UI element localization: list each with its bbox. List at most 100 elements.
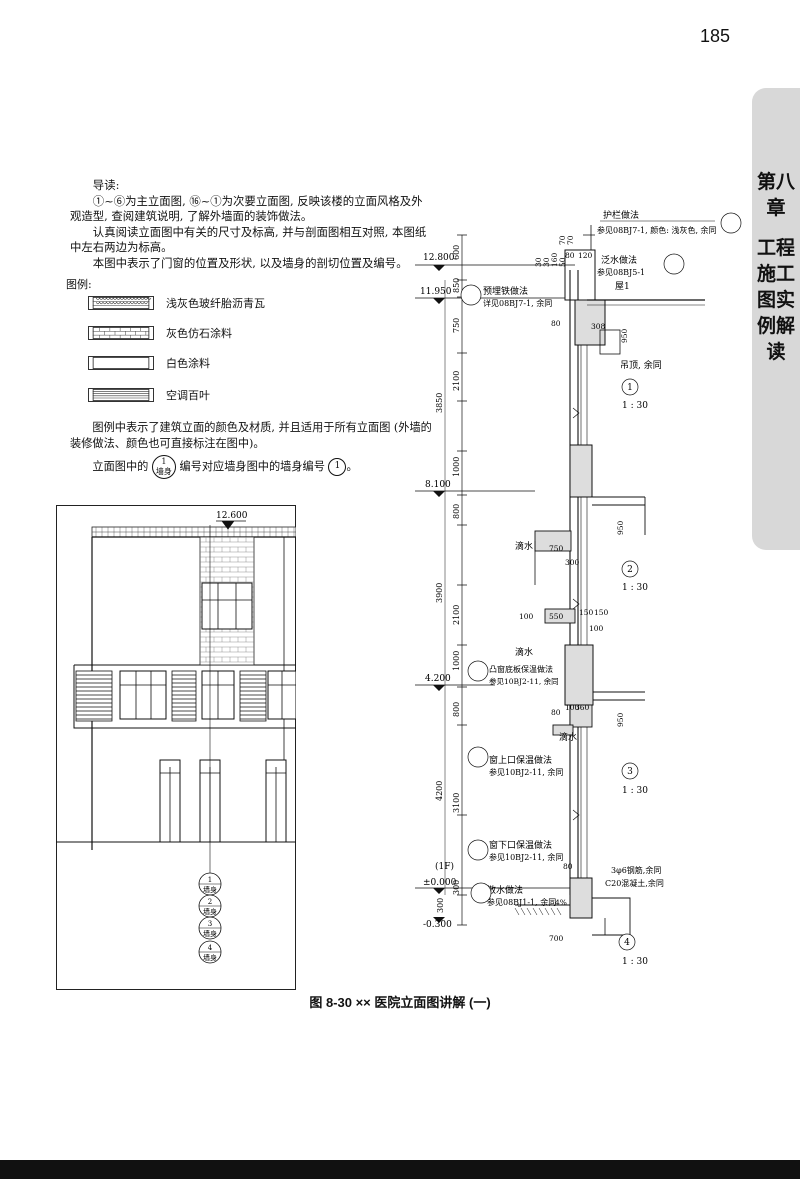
note-rebar: 3φ6钢筋,余同 <box>611 865 661 875</box>
note-drip-2: 滴水 <box>515 646 533 658</box>
legend-note: 图例中表示了建筑立面的颜色及材质, 并且适用于所有立面图 (外墙的装修做法、颜色… <box>70 420 432 451</box>
level-0000: ±0.000 <box>423 878 457 888</box>
dim-850: 850 <box>452 278 461 293</box>
level-12800: 12.800 <box>423 253 455 263</box>
note-apron-ref: 参见08BJ1-1, 余同 <box>487 897 556 907</box>
detail-scale-1: 1 : 30 <box>622 401 648 411</box>
note-embed-title: 预埋铁做法 <box>483 285 528 297</box>
wall-markers: 1 墙身 2 墙身 3 墙身 4 墙身 <box>198 872 222 964</box>
wall-marker-2: 2 墙身 <box>198 894 222 918</box>
note-roof: 屋1 <box>615 281 630 292</box>
dim-2100-b: 2100 <box>452 605 461 625</box>
legend-label-tile: 浅灰色玻纤胎沥青瓦 <box>166 297 265 310</box>
sdim-950a: 950 <box>620 328 629 343</box>
page-number: 185 <box>700 26 731 46</box>
detail-num-4: 4 <box>624 938 630 948</box>
wall-marker-1: 1 墙身 <box>198 872 222 896</box>
legend-note-text: 图例中表示了建筑立面的颜色及材质, 并且适用于所有立面图 (外墙的装修做法、颜色… <box>70 421 432 450</box>
note-flashing-ref: 参见08BJ5-1 <box>597 267 645 277</box>
footer-bar <box>0 1160 800 1179</box>
white-paint-swatch-icon <box>88 356 154 370</box>
figure-caption: 图 8-30 ×× 医院立面图讲解 (一) <box>309 995 491 1010</box>
elevation-drawing: 12.600 <box>56 505 296 990</box>
sdim-308: 308 <box>591 322 606 331</box>
sdim-50: 50 <box>558 257 567 267</box>
sdim-80b: 80 <box>551 319 561 328</box>
louver-swatch-icon <box>88 388 154 402</box>
sdim-300a: 300 <box>565 558 580 567</box>
sdim-70b: 70 <box>566 235 575 245</box>
sdim-80a: 80 <box>565 251 575 260</box>
note-apron-title: 散水做法 <box>487 884 523 896</box>
note-bay-title: 凸窗底板保温做法 <box>489 664 553 674</box>
note-ceiling: 吊顶, 余同 <box>620 359 662 371</box>
wall-marker-3-num: 3 <box>208 920 212 928</box>
sdim-slope: 4% <box>555 898 567 907</box>
sdim-30b: 30 <box>542 257 551 267</box>
sdim-750: 750 <box>549 544 564 553</box>
level-4200: 4.200 <box>425 674 451 684</box>
wall-number-circle-icon: 1 <box>328 458 347 476</box>
detail-scale-3: 1 : 30 <box>622 786 648 796</box>
sdim-700: 700 <box>549 934 564 943</box>
sdim-30a: 30 <box>534 257 543 267</box>
louver-panels <box>75 670 267 722</box>
level-8100: 8.100 <box>425 480 451 490</box>
ref-mid: 编号对应墙身图中的墙身编号 <box>179 460 325 473</box>
chapter-side-tab <box>752 88 800 550</box>
chapter-title: 工程施工图实例解读 <box>757 238 796 363</box>
chapter-side-text: 第八章 工程施工图实例解读 <box>757 170 795 366</box>
dim-3850: 3850 <box>435 393 444 413</box>
wall-marker-4-label: 墙身 <box>203 953 217 962</box>
dim-3900: 3900 <box>435 583 444 603</box>
dim-300-a: 300 <box>436 898 445 913</box>
sdim-360: 360 <box>575 703 590 712</box>
ref-symbol-top: 1 <box>161 457 167 466</box>
legend-title: 图例: <box>66 278 92 291</box>
dim-1000-b: 1000 <box>452 651 461 671</box>
sdim-160: 160 <box>550 252 559 267</box>
note-sill-ref: 参见10BJ2-11, 余同 <box>489 852 563 862</box>
sdim-100c: 100 <box>565 703 580 712</box>
wall-marker-3-label: 墙身 <box>203 929 217 938</box>
detail-num-2: 2 <box>627 565 633 575</box>
ref-prefix: 立面图中的 <box>92 460 149 473</box>
level-11950: 11.950 <box>420 287 452 297</box>
sdim-150b: 150 <box>594 608 609 617</box>
note-drip-3: 滴水 <box>559 731 577 743</box>
detail-scale-2: 1 : 30 <box>622 583 648 593</box>
detail-num-1: 1 <box>627 383 633 393</box>
note-parapet-title: 护栏做法 <box>603 209 639 221</box>
wall-section-drawing: 12.800 11.950 8.100 4.200 (1F) ±0.000 -0… <box>415 209 742 967</box>
note-drip-1: 滴水 <box>515 540 533 552</box>
sdim-950c: 950 <box>616 712 625 727</box>
ref-suffix: 。 <box>346 460 358 473</box>
sdim-100a: 100 <box>519 612 534 621</box>
dim-750: 750 <box>452 318 461 333</box>
note-parapet-ref: 参见08BJ7-1, 颜色: 浅灰色, 余同 <box>597 225 717 235</box>
note-sill-title: 窗下口保温做法 <box>489 839 552 851</box>
elevation-top-level: 12.600 <box>216 511 248 521</box>
legend-label-white: 白色涂料 <box>166 357 210 370</box>
note-lintel-title: 窗上口保温做法 <box>489 754 552 766</box>
dim-600: 600 <box>452 245 461 260</box>
intro-paragraph-1: ①~⑥为主立面图, ⑯~①为次要立面图, 反映该楼的立面风格及外观造型, 查阅建… <box>70 193 423 224</box>
note-flashing-title: 泛水做法 <box>601 254 637 266</box>
sdim-80d: 80 <box>563 862 573 871</box>
ref-symbol-bottom: 墙身 <box>155 467 172 476</box>
chapter-label: 第八章 <box>757 172 796 219</box>
note-concrete: C20混凝土,余同 <box>605 878 664 888</box>
sdim-80c: 80 <box>551 708 561 717</box>
stone-swatch-icon <box>88 326 154 340</box>
legend-label-stone: 灰色仿石涂料 <box>166 327 232 340</box>
tile-swatch-icon <box>88 296 154 310</box>
detail-scale-4: 1 : 30 <box>622 957 648 967</box>
intro-text: 导读: ①~⑥为主立面图, ⑯~①为次要立面图, 反映该楼的立面风格及外观造型,… <box>70 178 430 272</box>
dim-800-b: 800 <box>452 702 461 717</box>
wall-section-symbol-icon: 1 墙身 <box>151 455 176 479</box>
intro-paragraph-3: 本图中表示了门窗的位置及形状, 以及墙身的剖切位置及编号。 <box>92 255 408 270</box>
sdim-120: 120 <box>578 251 593 260</box>
legend-label-louver: 空调百叶 <box>166 389 210 402</box>
dim-2100-a: 2100 <box>452 371 461 391</box>
wall-marker-4-num: 4 <box>208 944 213 952</box>
